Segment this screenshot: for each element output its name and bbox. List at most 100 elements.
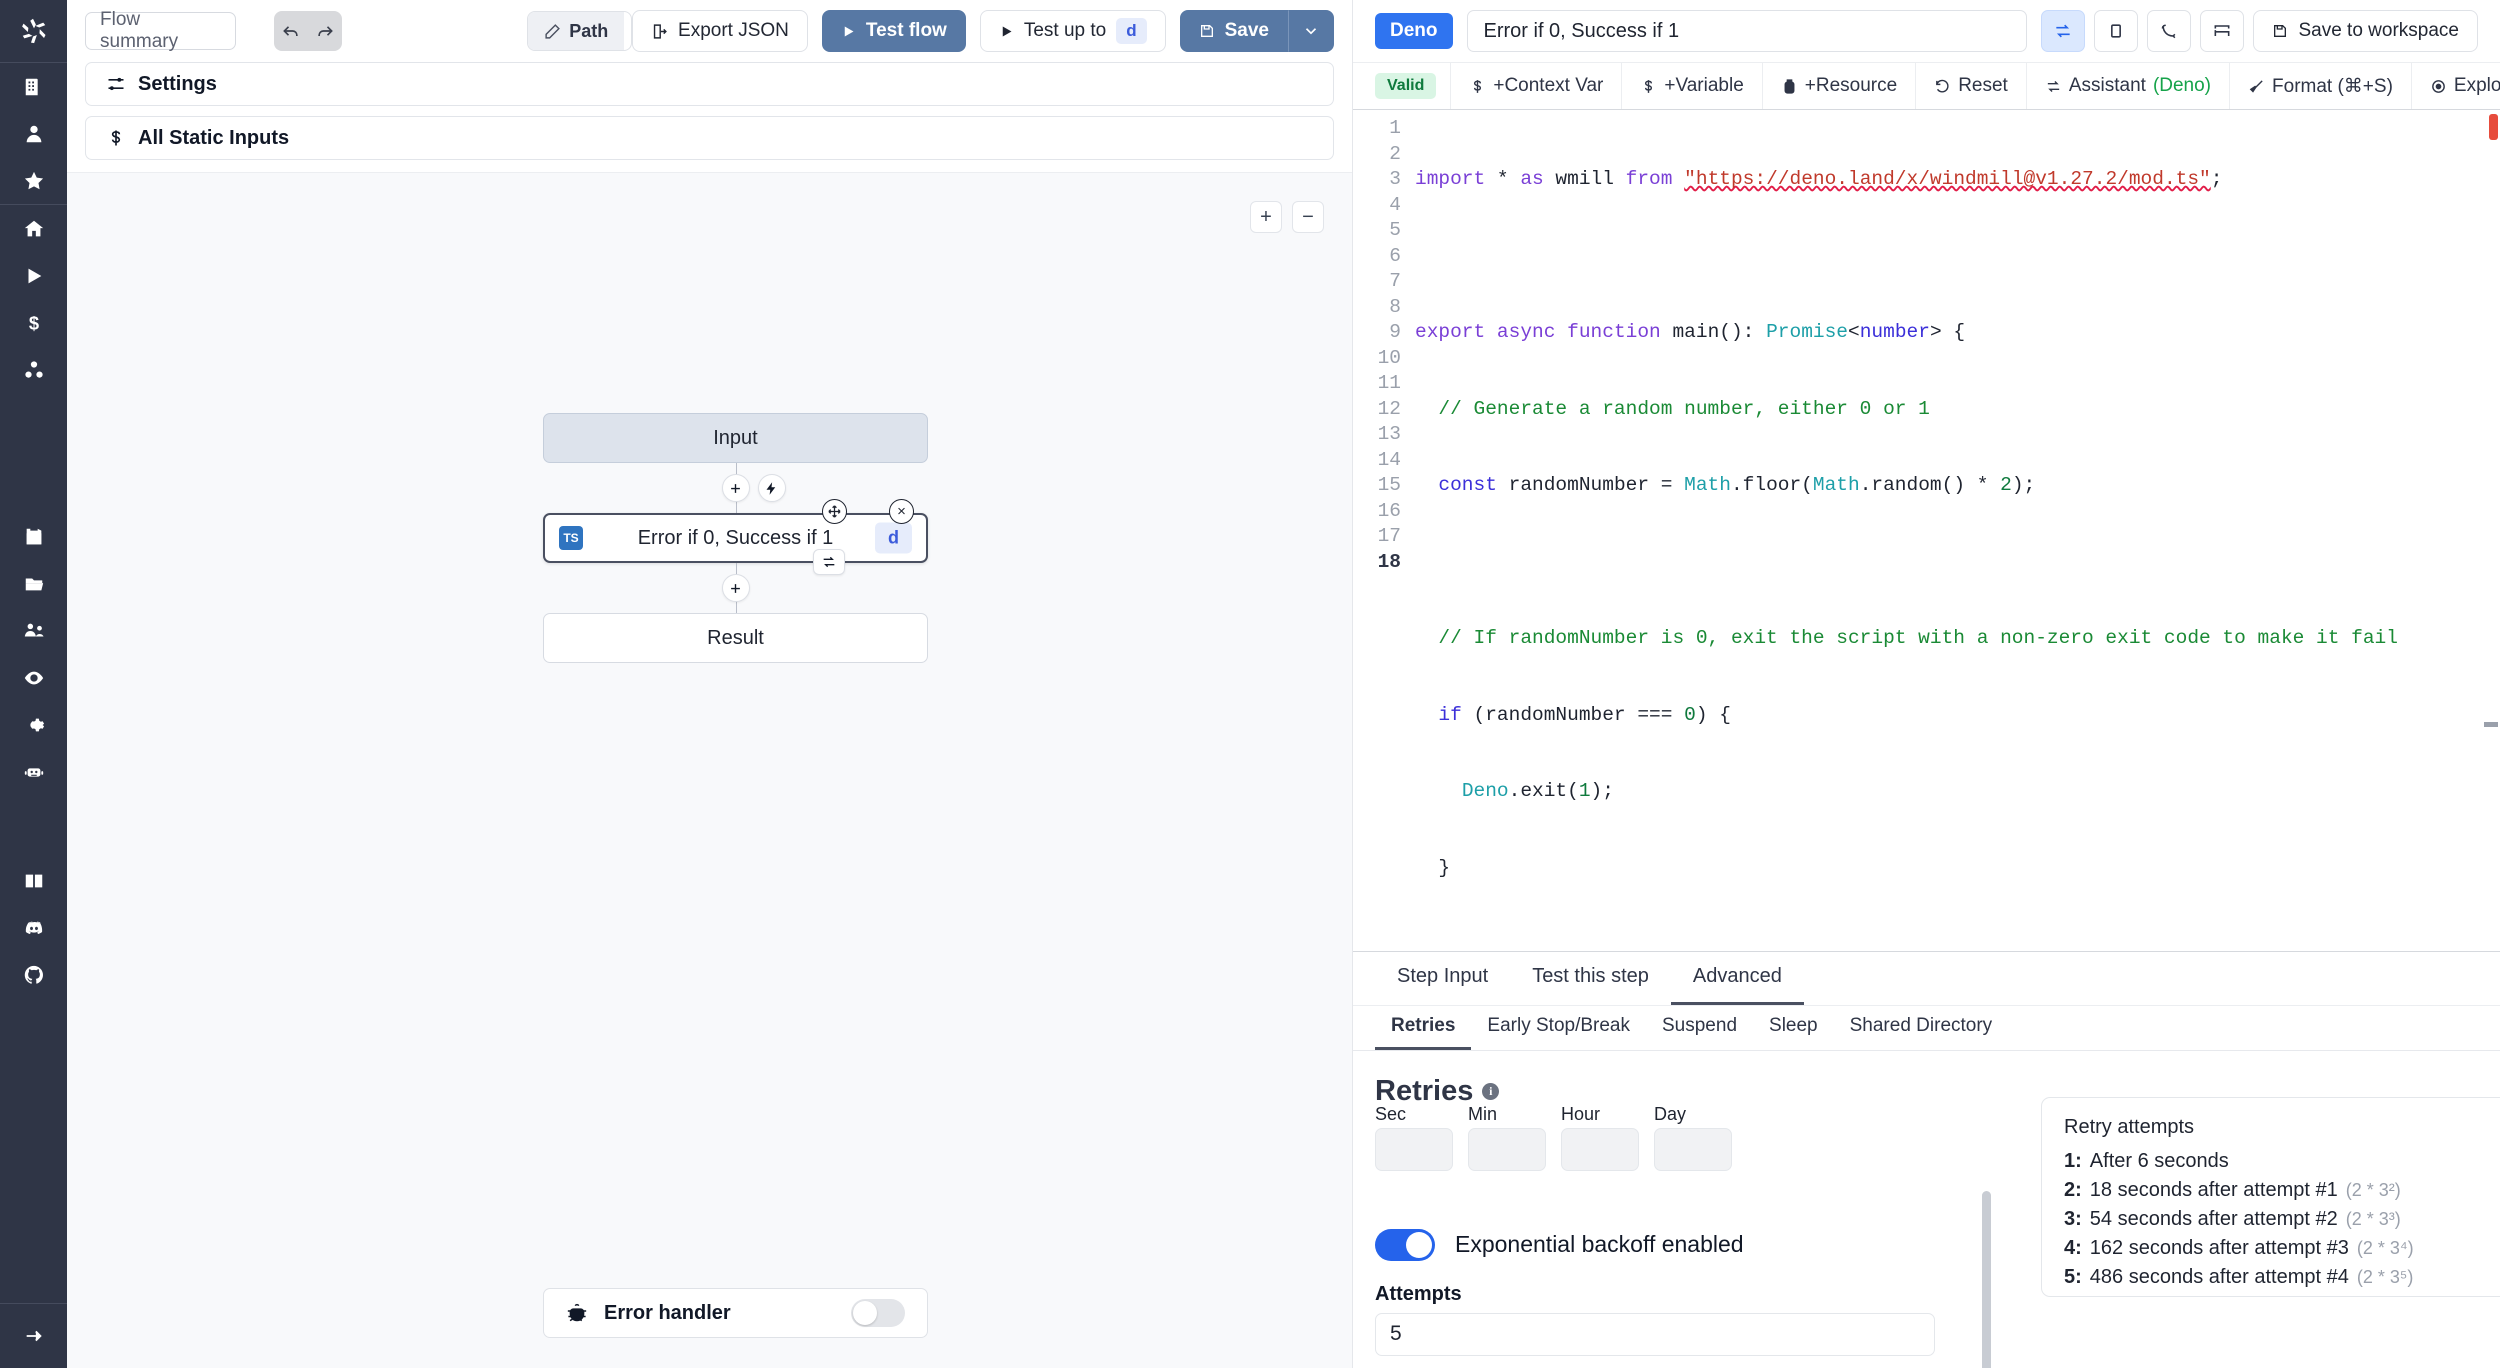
static-inputs-panel-header[interactable]: All Static Inputs <box>85 116 1334 160</box>
step-editor-pane: Deno Error if 0, Success if 1 <box>1352 0 2500 1368</box>
move-handle-icon[interactable] <box>822 499 847 524</box>
result-node[interactable]: Result <box>543 613 928 663</box>
code-toolbar: Valid +Context Var +Variable +Resource R… <box>1353 62 2500 110</box>
code-line: const randomNumber = Math.floor(Math.ran… <box>1438 474 2036 496</box>
retries-icon[interactable] <box>2041 10 2086 52</box>
input-node-label: Input <box>713 426 758 449</box>
sidebar-item-groups[interactable] <box>0 607 67 654</box>
info-icon[interactable]: i <box>1482 1082 1500 1100</box>
retry-attempt-row: 2: 18 seconds after attempt #1 (2 * 3²) <box>2064 1179 2500 1208</box>
delay-hour-input[interactable] <box>1561 1127 1639 1171</box>
retries-panel: Retries i Sec Min Hour <box>1353 1051 2500 1368</box>
script-name-input[interactable]: Error if 0, Success if 1 <box>1466 10 2028 52</box>
sidebar-item-user[interactable] <box>0 110 67 157</box>
error-handler-box[interactable]: Error handler <box>543 1288 928 1338</box>
path-field[interactable]: Path u/henri/error_generator <box>527 11 633 51</box>
attempts-input[interactable] <box>1375 1312 1935 1356</box>
add-variable-button[interactable]: +Variable <box>1622 63 1763 109</box>
step-node[interactable]: TS Error if 0, Success if 1 d × <box>543 499 928 575</box>
stop-icon[interactable] <box>2094 10 2139 52</box>
add-resource-button[interactable]: +Resource <box>1763 63 1917 109</box>
editor-scrollbar[interactable] <box>2484 722 2498 727</box>
subtab-sleep[interactable]: Sleep <box>1769 1015 1818 1037</box>
sidebar-item-settings[interactable] <box>0 701 67 748</box>
add-context-var-label: +Context Var <box>1493 75 1604 96</box>
retry-indicator-icon[interactable] <box>813 549 845 575</box>
sidebar-item-folders[interactable] <box>0 560 67 607</box>
code-editor[interactable]: 1 2 3 4 5 6 7 8 9 10 11 12 13 14 15 16 1 <box>1353 110 2500 951</box>
zoom-out-button[interactable]: − <box>1292 201 1324 233</box>
subtab-retries[interactable]: Retries <box>1375 1006 1472 1050</box>
save-to-workspace-button[interactable]: Save to workspace <box>2253 10 2478 52</box>
add-context-var-button[interactable]: +Context Var <box>1451 63 1623 109</box>
add-step-button-2[interactable] <box>721 574 750 602</box>
flow-summary-input[interactable]: Flow summary <box>85 9 237 52</box>
sidebar-item-resources[interactable] <box>0 346 67 393</box>
dollar-icon <box>111 130 121 146</box>
reset-button[interactable]: Reset <box>1916 63 2027 109</box>
format-button[interactable]: Format (⌘+S) <box>2230 63 2412 109</box>
assistant-label: Assistant <box>2068 75 2146 96</box>
expand-sidebar-icon[interactable] <box>0 1304 67 1368</box>
dollar-icon-3 <box>1645 79 1653 93</box>
tab-step-input[interactable]: Step Input <box>1397 965 1489 988</box>
delay-day-label: Day <box>1654 1103 1687 1124</box>
test-up-to-button[interactable]: Test up to d <box>979 10 1166 52</box>
delay-day-input[interactable] <box>1654 1127 1732 1171</box>
code-line <box>1415 932 2500 951</box>
sidebar-item-github[interactable] <box>0 951 67 998</box>
assistant-button[interactable]: Assistant (Deno) <box>2027 63 2231 109</box>
add-step-button[interactable] <box>721 474 750 502</box>
retry-attempt-row: 4: 162 seconds after attempt #3 (2 * 3⁴) <box>2064 1237 2500 1266</box>
exponential-backoff-toggle[interactable] <box>1375 1228 1435 1261</box>
sidebar-item-home[interactable] <box>0 205 67 252</box>
top-toolbar: Flow summary Path u/henri/error_generato… <box>67 0 1352 62</box>
sidebar-item-runs[interactable] <box>0 252 67 299</box>
sidebar-item-favorites[interactable] <box>0 157 67 204</box>
flow-canvas[interactable]: + − Input TS Error <box>67 172 1352 1368</box>
retry-attempt-row: 5: 486 seconds after attempt #4 (2 * 3⁵) <box>2064 1266 2500 1295</box>
zoom-in-button[interactable]: + <box>1250 201 1282 233</box>
error-handler-toggle[interactable] <box>851 1299 905 1327</box>
sidebar-item-docs[interactable] <box>0 857 67 904</box>
close-icon[interactable]: × <box>889 499 914 524</box>
retries-scrollbar[interactable] <box>1982 1190 1991 1368</box>
sidebar-item-audit-logs[interactable] <box>0 654 67 701</box>
nav-group-main: $ <box>0 205 67 393</box>
subtab-shared-directory[interactable]: Shared Directory <box>1849 1015 1993 1037</box>
export-json-button[interactable]: Export JSON <box>632 10 808 52</box>
settings-panel-header[interactable]: Settings <box>85 62 1334 106</box>
path-value[interactable]: u/henri/error_generator <box>624 12 631 50</box>
step-id-badge: d <box>875 522 912 554</box>
input-node[interactable]: Input <box>543 413 928 463</box>
subtab-suspend[interactable]: Suspend <box>1662 1015 1738 1037</box>
code-line <box>1415 244 2500 270</box>
save-group: Save <box>1179 10 1334 52</box>
sidebar-item-variables[interactable]: $ <box>0 299 67 346</box>
tab-advanced[interactable]: Advanced <box>1670 952 1804 1005</box>
nav-divider <box>0 62 67 63</box>
explore-other-scripts-button[interactable]: Explore other s <box>2412 63 2500 109</box>
settings-panel-label: Settings <box>138 72 217 95</box>
delay-min-input[interactable] <box>1468 1127 1546 1171</box>
add-variable-label: +Variable <box>1664 75 1744 96</box>
save-button[interactable]: Save <box>1179 10 1288 52</box>
redo-icon[interactable] <box>308 14 342 48</box>
sleep-icon[interactable] <box>2200 10 2245 52</box>
suspend-icon[interactable] <box>2147 10 2192 52</box>
connector-step-to-result <box>543 563 928 613</box>
sidebar-item-workers[interactable] <box>0 748 67 795</box>
windmill-logo-icon[interactable] <box>0 0 67 62</box>
sidebar-item-schedules[interactable] <box>0 513 67 560</box>
sidebar-item-discord[interactable] <box>0 904 67 951</box>
test-flow-button[interactable]: Test flow <box>821 10 966 52</box>
delay-sec-input[interactable] <box>1375 1127 1453 1171</box>
sidebar-item-workspace[interactable] <box>0 63 67 110</box>
language-badge[interactable]: Deno <box>1375 13 1453 49</box>
code-content[interactable]: import * as wmill from "https://deno.lan… <box>1415 116 2500 951</box>
tab-test-this-step[interactable]: Test this step <box>1532 965 1649 988</box>
save-dropdown-caret-icon[interactable] <box>1288 10 1334 52</box>
undo-icon[interactable] <box>274 14 308 48</box>
add-trigger-button[interactable] <box>757 474 786 502</box>
subtab-early-stop-break[interactable]: Early Stop/Break <box>1487 1015 1630 1037</box>
